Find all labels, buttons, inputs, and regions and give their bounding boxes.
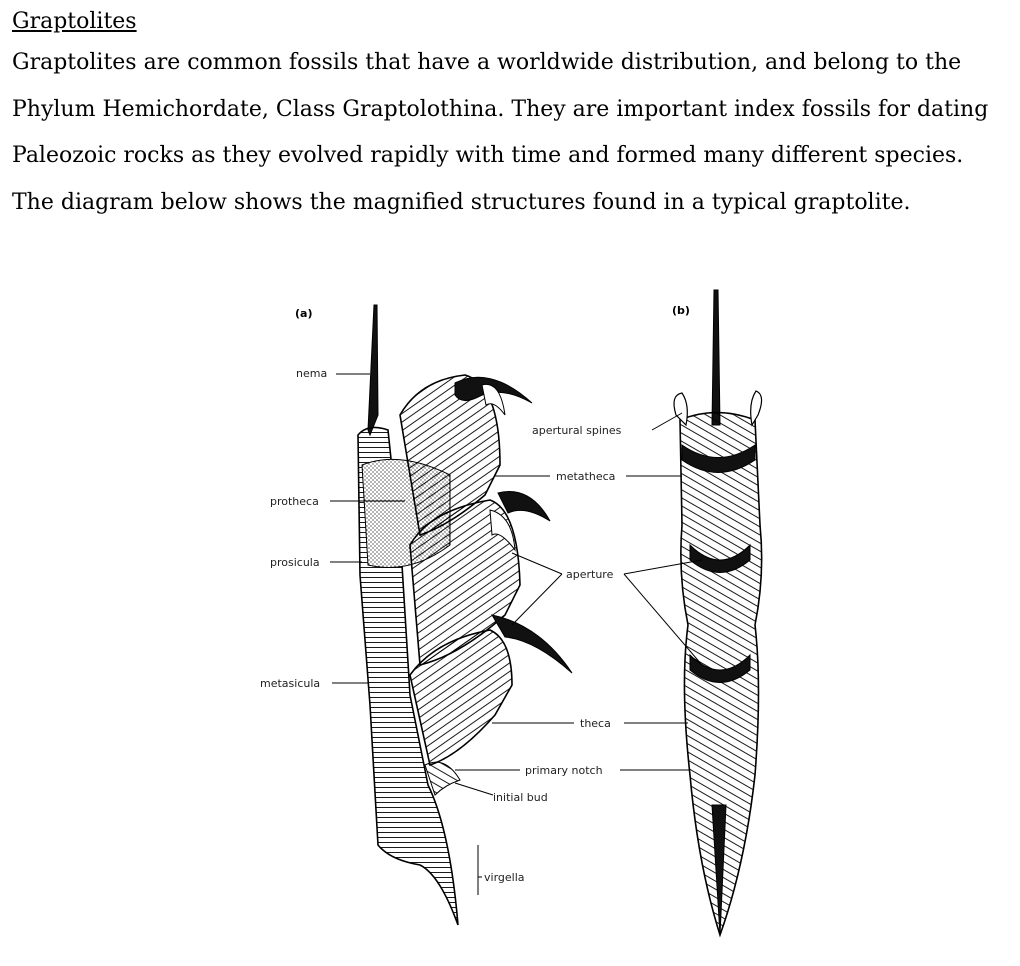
label-theca: theca [580, 717, 611, 730]
leader-aperture-2 [511, 573, 563, 626]
leader-initial-bud [454, 782, 494, 796]
label-virgella: virgella [484, 871, 525, 884]
label-metasicula: metasicula [260, 677, 320, 690]
label-initial-bud: initial bud [493, 791, 548, 804]
specimen-b [673, 289, 763, 938]
section-heading: Graptolites [12, 9, 137, 34]
apertural-spine-3 [490, 614, 573, 674]
leader-aperture-4 [623, 573, 703, 666]
intro-paragraph: Graptolites are common fossils that have… [12, 50, 989, 215]
aperture-b-2 [689, 543, 751, 573]
label-aperture: aperture [566, 568, 614, 581]
virgula-b-shape [711, 804, 727, 936]
specimen-a [357, 304, 573, 926]
label-nema: nema [296, 367, 327, 380]
graptolite-illustration: (a) (b) [260, 289, 763, 938]
aperture-opening-1 [481, 383, 506, 416]
nema-b-shape [711, 289, 721, 426]
label-primary-notch: primary notch [525, 764, 603, 777]
label-metatheca: metatheca [556, 470, 615, 483]
panel-a-label: (a) [295, 307, 312, 320]
initial-bud-shape [424, 761, 461, 796]
leader-aperture-3 [623, 559, 703, 575]
aperture-opening-2 [489, 509, 516, 552]
label-protheca: protheca [270, 495, 319, 508]
aperture-b-3 [689, 653, 751, 683]
leader-apertural-spines [651, 412, 683, 431]
document: Graptolites Graptolites are common fossi… [12, 4, 1008, 226]
graptolite-diagram: (a) (b) [250, 285, 770, 945]
spine-b-right [750, 390, 763, 427]
spine-b-left [673, 392, 688, 427]
apertural-spine-2 [497, 491, 551, 522]
panel-b-label: (b) [672, 304, 690, 317]
label-apertural-spines: apertural spines [532, 424, 622, 437]
nema-shape [367, 304, 379, 437]
labels: nema protheca prosicula metasicula apert… [260, 367, 703, 895]
leader-aperture-1 [511, 552, 563, 575]
theca-3-shape [409, 629, 513, 767]
aperture-b-1 [681, 444, 756, 473]
label-prosicula: prosicula [270, 556, 320, 569]
